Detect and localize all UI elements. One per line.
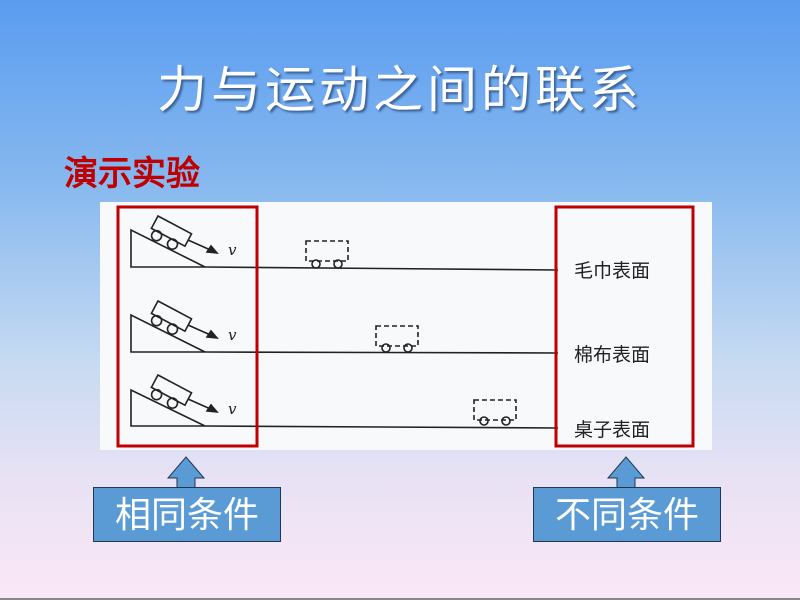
different-conditions-label: 不同条件 — [533, 487, 721, 542]
surface-line — [204, 266, 559, 271]
velocity-label: v — [228, 400, 237, 418]
experiment-diagram: v 毛巾表面 v 棉布表面 — [116, 205, 695, 448]
velocity-label: v — [228, 326, 237, 344]
same-condition-highlight — [116, 205, 259, 448]
slide-bottom-border — [0, 598, 800, 600]
surface-label-towel: 毛巾表面 — [574, 260, 650, 282]
stopped-cart — [305, 240, 349, 262]
experiment-figure: v 毛巾表面 v 棉布表面 — [100, 202, 712, 450]
row-table: v 桌子表面 — [130, 373, 650, 441]
surface-label-table: 桌子表面 — [574, 419, 650, 441]
ramp — [130, 228, 206, 268]
same-conditions-callout: 相同条件 — [93, 456, 283, 546]
different-conditions-callout: 不同条件 — [533, 456, 723, 546]
slide-title: 力与运动之间的联系 — [157, 61, 643, 119]
stopped-cart — [375, 325, 419, 347]
up-arrow-icon — [166, 456, 206, 490]
up-arrow-icon — [606, 456, 646, 490]
row-towel: v 毛巾表面 — [130, 214, 650, 282]
different-condition-highlight — [554, 205, 695, 448]
surface-label-cotton: 棉布表面 — [574, 344, 650, 366]
row-cotton: v 棉布表面 — [130, 299, 650, 366]
cart-on-ramp — [150, 214, 193, 250]
stopped-cart — [473, 399, 517, 421]
velocity-label: v — [228, 241, 237, 259]
slide-subtitle: 演示实验 — [64, 154, 200, 194]
same-conditions-label: 相同条件 — [93, 487, 281, 542]
